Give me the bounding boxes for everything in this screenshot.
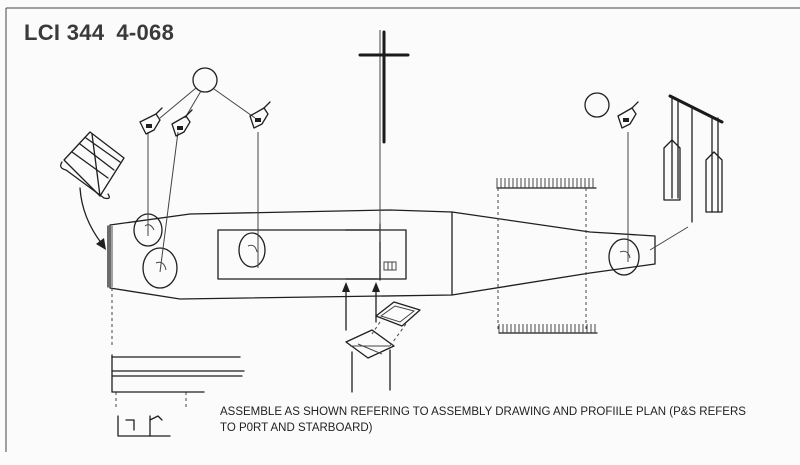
deckhouse-part: [217, 223, 407, 281]
gun-tub-rings: [133, 213, 640, 289]
oerlikon-gun-icons: [139, 101, 639, 137]
drawing-number: 4-068: [116, 20, 175, 45]
sheet-border: [5, 7, 800, 452]
ramp-ladders: [496, 178, 598, 334]
gun-icon: [249, 101, 271, 129]
projection-lines: [111, 188, 587, 410]
gun-icon: [617, 101, 639, 129]
ladder-bottom: [498, 324, 598, 334]
mast-part: [358, 30, 410, 144]
bridge-part: [345, 301, 421, 393]
hull-section-detail: [111, 354, 245, 437]
hull-deck-outline: [107, 209, 656, 300]
instruction-line-2: TO P0RT AND STARBOARD): [220, 422, 373, 434]
assembly-arrows: [79, 187, 380, 331]
leader-lines: [147, 30, 689, 273]
side-rail-part: [60, 131, 125, 200]
hatch-circles: [192, 67, 610, 118]
gun-icon: [139, 107, 163, 135]
gun-icon: [171, 109, 193, 137]
page-title: LCI 344 4-068: [24, 20, 174, 46]
assembly-instructions: ASSEMBLE AS SHOWN REFERING TO ASSEMBLY D…: [220, 404, 800, 436]
ladder-top: [496, 178, 597, 189]
ramp-gantry-part: [663, 94, 724, 223]
instruction-line-1: ASSEMBLE AS SHOWN REFERING TO ASSEMBLY D…: [220, 406, 746, 418]
model-name: LCI 344: [24, 20, 105, 45]
